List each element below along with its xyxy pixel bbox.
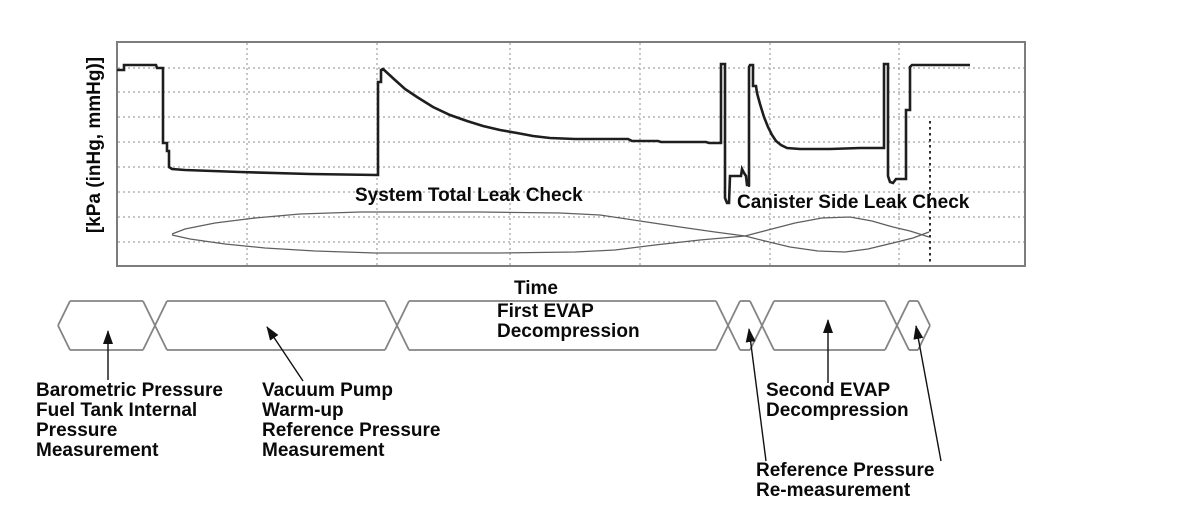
vacuum-line-2: Warm-up — [262, 400, 344, 421]
phase-timing-band — [57, 300, 931, 351]
system-total-leak-check-label: System Total Leak Check — [355, 185, 583, 206]
second-evap-line-1: Second EVAP — [766, 380, 891, 401]
first-evap-decompression-label: First EVAP Decompression — [497, 302, 640, 342]
barometric-line-3: Pressure — [36, 420, 118, 441]
band-transition-x — [142, 300, 168, 351]
purge-valve-envelope-lower — [171, 216, 930, 254]
vacuum-line-3: Reference Pressure — [262, 420, 441, 441]
band-transition-x — [715, 300, 741, 351]
annotation-arrow — [745, 328, 767, 462]
band-transition-x — [384, 300, 410, 351]
band-transition-x — [884, 300, 910, 351]
barometric-line-1: Barometric Pressure — [36, 380, 223, 401]
annotation-arrows — [103, 319, 942, 462]
pressure-trace — [117, 62, 970, 205]
chart-frame — [116, 41, 1026, 267]
ref-remeasure-line-1: Reference Pressure — [756, 460, 935, 481]
y-axis-label: [kPa (inHg, mmHg)] — [84, 56, 105, 234]
first-evap-line-2: Decompression — [497, 321, 640, 342]
band-left-tip — [57, 325, 71, 351]
x-axis-label: Time — [514, 278, 559, 299]
canister-side-leak-check-label: Canister Side Leak Check — [737, 192, 970, 213]
reference-pressure-remeasurement-label: Reference Pressure Re-measurement — [756, 461, 935, 501]
vacuum-line-1: Vacuum Pump — [262, 380, 393, 401]
barometric-line-4: Measurement — [36, 440, 159, 461]
annotation-arrow — [266, 326, 304, 382]
barometric-line-2: Fuel Tank Internal — [36, 400, 198, 421]
first-evap-line-1: First EVAP — [497, 301, 594, 322]
second-evap-decompression-label: Second EVAP Decompression — [766, 381, 909, 421]
second-evap-line-2: Decompression — [766, 400, 909, 421]
phase-boundary-dashed-lines — [748, 66, 931, 265]
barometric-pressure-measurement-label: Barometric Pressure Fuel Tank Internal P… — [36, 381, 223, 461]
band-right-tip — [917, 300, 931, 326]
annotation-arrow — [913, 325, 942, 462]
ref-remeasure-line-2: Re-measurement — [756, 480, 911, 501]
vacuum-line-4: Measurement — [262, 440, 385, 461]
purge-valve-envelope-upper — [171, 211, 930, 253]
band-left-tip — [57, 300, 71, 326]
vacuum-pump-warmup-label: Vacuum Pump Warm-up Reference Pressure M… — [262, 381, 441, 461]
